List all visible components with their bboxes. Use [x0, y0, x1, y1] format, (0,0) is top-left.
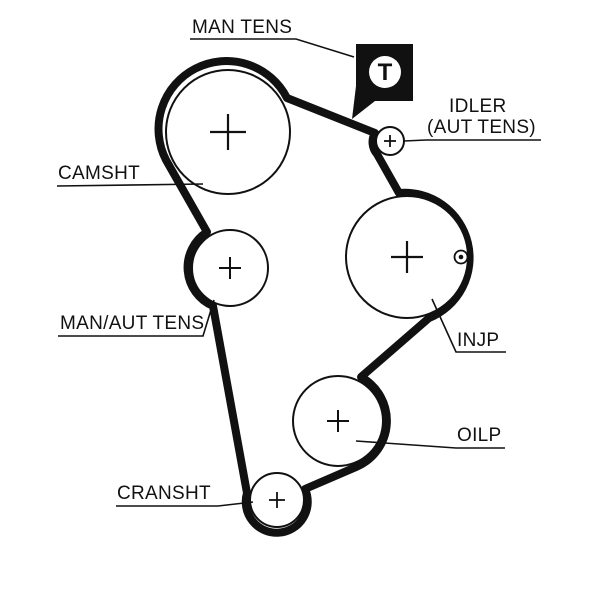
injection-pump-pulley	[345, 195, 469, 319]
idler-plus-mark	[384, 135, 396, 147]
injection-pump-plus-mark	[391, 241, 423, 273]
badge-tail	[352, 86, 375, 119]
tensioner-badge-letter: T	[378, 59, 393, 86]
idler-label-line1: IDLER	[449, 96, 506, 117]
crankshaft-plus-mark	[269, 492, 285, 508]
man-aut-tensioner-pulley	[191, 229, 269, 307]
oilp-label: OILP	[457, 425, 502, 446]
badge-circle	[369, 56, 401, 88]
injp-leader-line	[431, 298, 506, 353]
oilp-leader-line	[355, 440, 505, 449]
camsht-label: CAMSHT	[58, 163, 140, 184]
man-aut-tens-leader-line	[58, 299, 215, 337]
leader-lines	[56, 38, 541, 507]
man-tens-label: MAN TENS	[192, 17, 292, 38]
timing-belt	[154, 57, 474, 537]
injp-label: INJP	[457, 330, 499, 351]
cransht-leader-line	[116, 501, 254, 507]
camshaft-pulley	[165, 69, 291, 195]
idler-pulley	[375, 126, 405, 156]
oil-pump-plus-mark	[327, 410, 349, 432]
idler-label-line2: (AUT TENS)	[427, 117, 536, 138]
crankshaft-pulley	[249, 472, 305, 528]
idler-leader-line	[403, 139, 541, 142]
manual-tensioner-badge: T	[352, 44, 413, 119]
man-aut-tens-label: MAN/AUT TENS	[60, 313, 204, 334]
camshaft-plus-mark	[210, 114, 246, 150]
man-tens-leader-line	[190, 38, 355, 58]
man-aut-tensioner-plus-mark	[219, 257, 241, 279]
cransht-label: CRANSHT	[117, 483, 211, 504]
oil-pump-pulley	[292, 375, 384, 467]
camsht-leader-line	[56, 183, 204, 187]
injection-pump-pin-dot	[458, 254, 464, 260]
